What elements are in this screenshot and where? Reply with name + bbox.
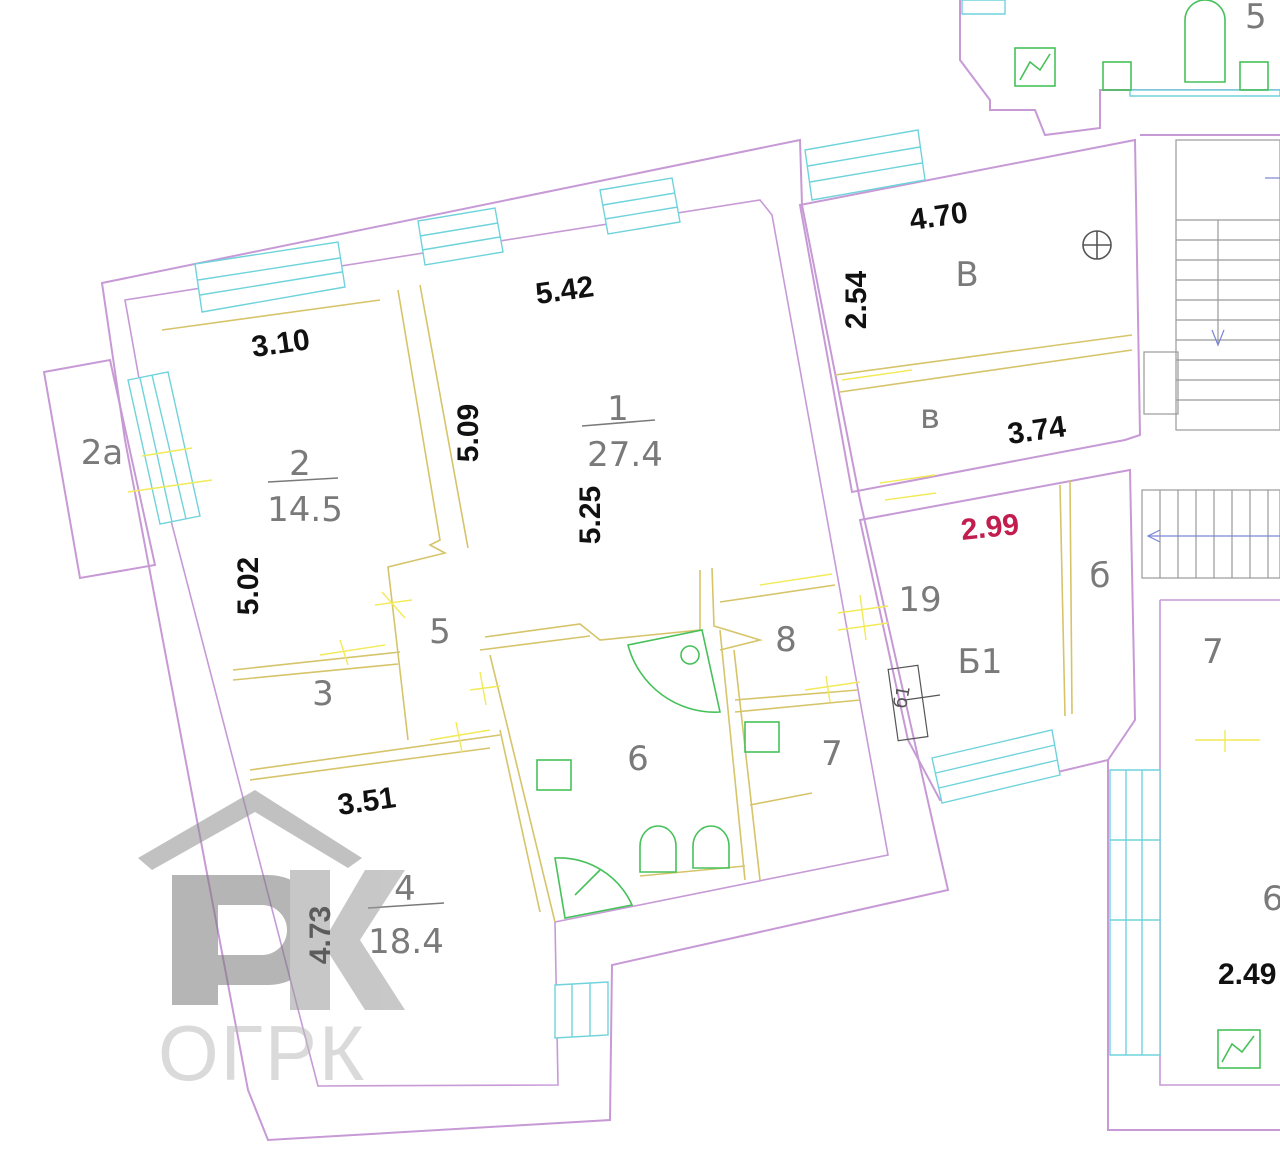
room-19-number: 19: [898, 580, 941, 620]
balcony-2a: [42, 358, 157, 580]
room-v-block: [798, 138, 1142, 494]
sink-icon-2: [744, 721, 780, 753]
room-1-area: 27.4: [587, 435, 663, 475]
partitions: [161, 284, 1133, 923]
dim-4-70: 4.70: [907, 196, 969, 237]
tap-icon-top-2: [1239, 61, 1269, 91]
dim-2-49: 2.49: [1218, 958, 1276, 991]
room-v-upper-label: В: [955, 255, 978, 295]
room-3-number: 3: [312, 674, 334, 714]
room-1-number: 1: [607, 389, 629, 429]
dim-3-74: 3.74: [1005, 410, 1068, 451]
bathtub-icon-top: [1184, 0, 1226, 83]
watermark-roof-icon: [138, 790, 362, 870]
room-2-number: 2: [289, 444, 311, 484]
bidet-icon: [692, 825, 730, 869]
dimension-labels: 5.42 3.10 5.09 5.25 5.02 3.51 4.73 4.70 …: [232, 196, 1276, 991]
fixtures: [536, 0, 1269, 1069]
vent-icon-bottom: [1217, 1029, 1261, 1069]
room-5-number: 5: [429, 612, 451, 652]
dim-5-09: 5.09: [452, 404, 485, 462]
tap-icon-top-1: [1102, 61, 1132, 91]
room-v-lower-label: в: [920, 397, 940, 437]
dim-5-42: 5.42: [533, 270, 595, 311]
sink-icon: [536, 759, 572, 791]
ogrk-watermark: ОГРК: [138, 790, 405, 1097]
windows: [127, 0, 1280, 1056]
room-4-area: 18.4: [368, 922, 444, 962]
watermark-r-letter: [172, 875, 323, 1005]
room-labels: 1 27.4 2 14.5 4 18.4 2a 3 5 6 7 8 В в 19…: [81, 0, 1280, 962]
room-right-6-number: 6: [1262, 879, 1280, 919]
electric-panel-icon: [1082, 230, 1112, 260]
vent-icon-top: [1014, 47, 1056, 87]
room-8-number: 8: [775, 620, 797, 660]
toilet-icon: [639, 825, 677, 873]
shower-icon: [554, 857, 634, 919]
room-7-number: 7: [821, 734, 843, 774]
room-right-7-number: 7: [1202, 632, 1224, 672]
room-6-number: 6: [627, 739, 649, 779]
room-top-5-number: 5: [1245, 0, 1267, 37]
dim-3-10: 3.10: [249, 323, 311, 364]
room-2a-number: 2a: [81, 433, 123, 473]
drain-icon: [680, 645, 700, 665]
room-b1-small-box: б1: [887, 664, 941, 742]
room-4-number: 4: [394, 869, 416, 909]
room-b-label: б: [1090, 556, 1111, 596]
outer-walls: [42, 0, 1280, 1142]
doors: [127, 369, 1260, 753]
dim-5-25: 5.25: [574, 486, 607, 544]
dim-2-99: 2.99: [959, 508, 1021, 547]
staircases: [1141, 139, 1280, 579]
bath-door-swing: [627, 629, 721, 713]
room-2-area: 14.5: [267, 490, 343, 530]
dim-3-51: 3.51: [335, 781, 397, 822]
dim-2-54: 2.54: [840, 270, 873, 329]
watermark-text: ОГРК: [158, 1009, 366, 1097]
room-b1-small-label: б1: [890, 684, 915, 710]
dim-5-02: 5.02: [232, 557, 265, 615]
watermark-k-letter: [290, 870, 405, 1010]
room-b1-label: Б1: [958, 642, 1003, 682]
